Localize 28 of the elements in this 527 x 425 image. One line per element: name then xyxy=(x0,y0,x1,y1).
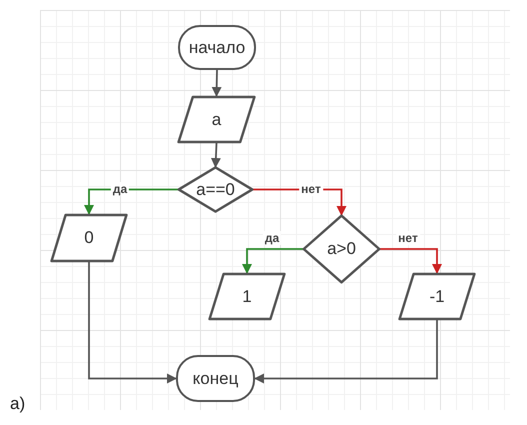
io-parallelogram xyxy=(208,273,286,320)
edge-label: да xyxy=(262,231,282,245)
figure-label: a) xyxy=(10,394,26,414)
terminal-box xyxy=(176,355,255,402)
arrow xyxy=(212,70,222,97)
node-text: a>0 xyxy=(327,239,356,259)
node-text: -1 xyxy=(429,286,445,306)
arrow xyxy=(84,188,178,215)
arrow xyxy=(210,142,221,168)
edge-label: нет xyxy=(396,231,420,245)
node-text: a xyxy=(212,110,222,130)
node-text: a==0 xyxy=(196,180,235,200)
arrow xyxy=(88,262,177,384)
node-text: 1 xyxy=(242,286,252,306)
edge-label: да xyxy=(110,182,130,196)
node-text: 0 xyxy=(84,228,94,248)
io-parallelogram xyxy=(398,273,476,320)
arrow xyxy=(254,320,438,384)
edge-label: нет xyxy=(299,182,323,196)
decision-diamond xyxy=(303,215,380,283)
arrow xyxy=(242,248,303,274)
io-parallelogram xyxy=(50,214,128,262)
terminal-box xyxy=(178,25,256,70)
arrow xyxy=(380,248,442,274)
node-text: начало xyxy=(188,38,246,58)
node-text: конец xyxy=(192,368,238,388)
decision-diamond xyxy=(178,167,253,212)
io-parallelogram xyxy=(177,96,256,143)
